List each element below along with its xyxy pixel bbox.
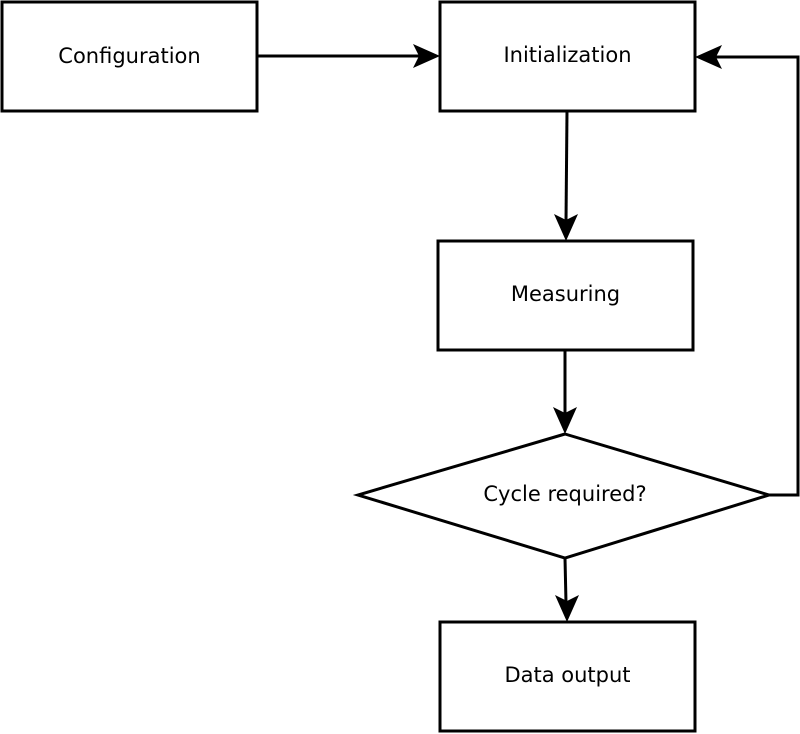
edge-cycle-decision-to-initialization <box>695 45 800 497</box>
node-initialization: Initialization <box>438 0 697 113</box>
node-measuring: Measuring <box>436 239 695 352</box>
node-label-data-output: Data output <box>504 663 630 687</box>
node-label-configuration: Configuration <box>58 44 200 68</box>
arrowhead-icon <box>413 44 440 68</box>
arrowhead-icon <box>554 214 578 241</box>
edge-initialization-to-measuring <box>554 110 578 241</box>
node-label-measuring: Measuring <box>511 282 620 306</box>
node-cycle-decision: Cycle required? <box>352 432 775 560</box>
node-label-initialization: Initialization <box>503 43 631 67</box>
edge-measuring-to-cycle-decision <box>553 350 577 434</box>
edge-configuration-to-initialization <box>257 44 440 68</box>
edge-cycle-decision-to-data-output <box>555 557 579 622</box>
arrowhead-icon <box>553 407 577 434</box>
node-label-cycle-decision: Cycle required? <box>483 482 646 506</box>
arrowhead-icon <box>555 595 579 622</box>
node-configuration: Configuration <box>0 0 259 113</box>
arrowhead-icon <box>695 45 722 69</box>
node-data-output: Data output <box>438 620 697 733</box>
